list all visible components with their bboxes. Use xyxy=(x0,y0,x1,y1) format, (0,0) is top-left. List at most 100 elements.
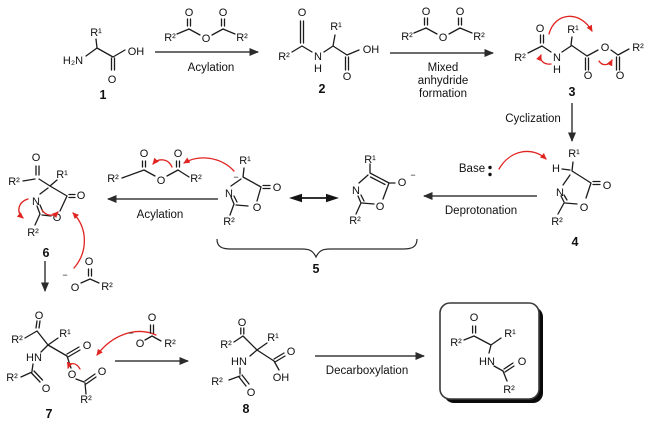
anhydride-reagent-top-2: R² O O O R² xyxy=(401,6,485,44)
r2-label: R² xyxy=(473,31,485,43)
step-label-acylation-mid: Acylation xyxy=(137,209,184,221)
nh-hydrogen-label: H xyxy=(314,63,322,75)
oxygen-label: O xyxy=(83,340,92,352)
oxygen-label: O xyxy=(85,256,94,268)
lone-pair-dots-icon xyxy=(488,165,492,177)
nitrogen-label: N xyxy=(553,52,561,64)
mechanism-arrow-NH xyxy=(536,54,552,65)
structure-5-carbanion-skeleton xyxy=(229,167,271,216)
oxygen-label: O xyxy=(98,366,107,378)
r2-label: R² xyxy=(211,376,223,388)
compound-number-1: 1 xyxy=(100,88,107,102)
oxygen-label: O xyxy=(536,23,545,35)
r1-label: R¹ xyxy=(267,332,279,344)
step-label-mixed-1: Mixed xyxy=(428,62,459,74)
r2-label: R² xyxy=(27,227,39,239)
hydroxyl-label: OH xyxy=(363,44,380,56)
step-label-deprotonation: Deprotonation xyxy=(445,205,517,217)
negative-charge: − xyxy=(62,270,67,280)
r1-label: R¹ xyxy=(364,154,376,166)
compound-number-6: 6 xyxy=(43,246,50,260)
amide-oxygen-label: O xyxy=(42,383,51,395)
r2-label: R² xyxy=(551,216,563,228)
oxygen-label: O xyxy=(185,7,194,19)
ring-oxygen-label: O xyxy=(53,212,62,224)
ring-oxygen-label: O xyxy=(253,202,262,214)
structure-1-amino-acid: H₂N R¹ OH O 1 xyxy=(63,27,144,102)
alpha-hydrogen-label: H xyxy=(552,163,560,175)
bridge-oxygen-label: O xyxy=(68,369,77,381)
structure-6-skeleton xyxy=(22,165,76,226)
mechanism-arrow-bridge-O xyxy=(66,361,81,370)
r1-label: R¹ xyxy=(239,155,251,167)
r1-label: R¹ xyxy=(504,328,516,340)
structure-4-oxazolone: H R¹ N O O R² 4 xyxy=(551,148,612,249)
structure-5-carbanion-resonance: R¹ − N O O R² xyxy=(183,155,282,228)
anhydride-mid-skeleton xyxy=(121,160,190,179)
amide-nh-label: HN xyxy=(231,356,247,368)
amine-label: H₂N xyxy=(63,55,83,67)
ring-nitrogen-label: N xyxy=(225,188,233,200)
mechanism-arrow-ring-opening xyxy=(41,209,59,219)
amide-oxygen-label: O xyxy=(247,387,256,399)
step-label-cyclization: Cyclization xyxy=(505,113,561,125)
enolate-oxygen-label: O xyxy=(398,177,407,189)
carboxylate-anion-2: − O O R² xyxy=(128,312,176,350)
nh-hydrogen-label: H xyxy=(553,64,561,76)
amide-oxygen-label: O xyxy=(518,356,527,368)
negative-charge: − xyxy=(128,328,133,338)
mechanism-arrow-ester-O xyxy=(598,59,613,67)
carbonyl-oxygen-label: O xyxy=(77,190,86,202)
reaction-arrow-mixed-anhydride: Mixed anhydride formation xyxy=(390,49,494,100)
oxygen-label: O xyxy=(343,71,352,83)
r2-label: R² xyxy=(514,52,526,64)
oxygen-label: O xyxy=(219,7,228,19)
carbanion-charge: − xyxy=(233,172,238,182)
negative-charge: − xyxy=(410,170,415,180)
oxygen-label: O xyxy=(174,148,183,160)
resonance-head-right xyxy=(326,193,339,203)
compound-number-7: 7 xyxy=(46,407,53,421)
structure-3-mixed-anhydride: R² O N H R¹ O O O R² 3 xyxy=(514,15,644,99)
step-label-mixed-3: formation xyxy=(419,88,467,100)
ring-nitrogen-label: N xyxy=(32,196,40,208)
ring-nitrogen-label: N xyxy=(556,187,564,199)
lone-pair-dot xyxy=(488,165,492,170)
oxygen-label: O xyxy=(439,32,448,44)
amide-nh-label: HN xyxy=(479,356,495,368)
r2-label: R² xyxy=(8,176,20,188)
structure-7-skeleton xyxy=(20,320,97,395)
carbonyl-oxygen-label: O xyxy=(603,180,612,192)
oxygen-label: O xyxy=(136,338,145,350)
oxygen-label: O xyxy=(148,312,157,324)
lone-pair-dot xyxy=(488,172,492,177)
reaction-arrow-acylation-mid: Acylation xyxy=(107,195,218,221)
oxygen-label: O xyxy=(157,175,166,187)
oxygen-label: O xyxy=(584,70,593,82)
anhydride-reagent-top-1: R² O O O R² xyxy=(164,7,248,45)
r2-label: R² xyxy=(401,31,413,43)
ketone-oxygen-label: O xyxy=(470,312,479,324)
compound-number-2: 2 xyxy=(319,82,326,96)
mechanism-arrow-base-to-H xyxy=(498,150,547,170)
r2-label: R² xyxy=(450,337,462,349)
structure-1-skeleton xyxy=(85,38,126,71)
anhydride-2-skeleton xyxy=(413,17,473,35)
hydroxyl-label: OH xyxy=(128,46,145,58)
structure-5-enolate-resonance: R¹ N O − O R² xyxy=(349,154,415,227)
carboxylate-1-skeleton xyxy=(80,268,100,284)
oxygen-label: O xyxy=(108,74,117,86)
mechanism-arrow-amide-O-attack xyxy=(548,15,593,35)
mechanism-arrow-ring-N xyxy=(16,198,29,219)
r1-label: R¹ xyxy=(568,148,580,160)
anhydride-reagent-middle: R² O O O R² xyxy=(107,148,202,187)
structure-product-acylamino-ketone: O R² R¹ HN O R² xyxy=(450,312,527,396)
carbonyl-oxygen-label: O xyxy=(273,182,282,194)
ring-oxygen-label: O xyxy=(580,202,589,214)
oxygen-label: O xyxy=(422,6,431,18)
mechanism-arrow-carbanion-attack xyxy=(183,157,235,172)
base-label: Base xyxy=(459,163,485,175)
r2-label: R² xyxy=(101,281,113,293)
step-label-acylation-top: Acylation xyxy=(188,62,235,74)
r2-label: R² xyxy=(164,338,176,350)
